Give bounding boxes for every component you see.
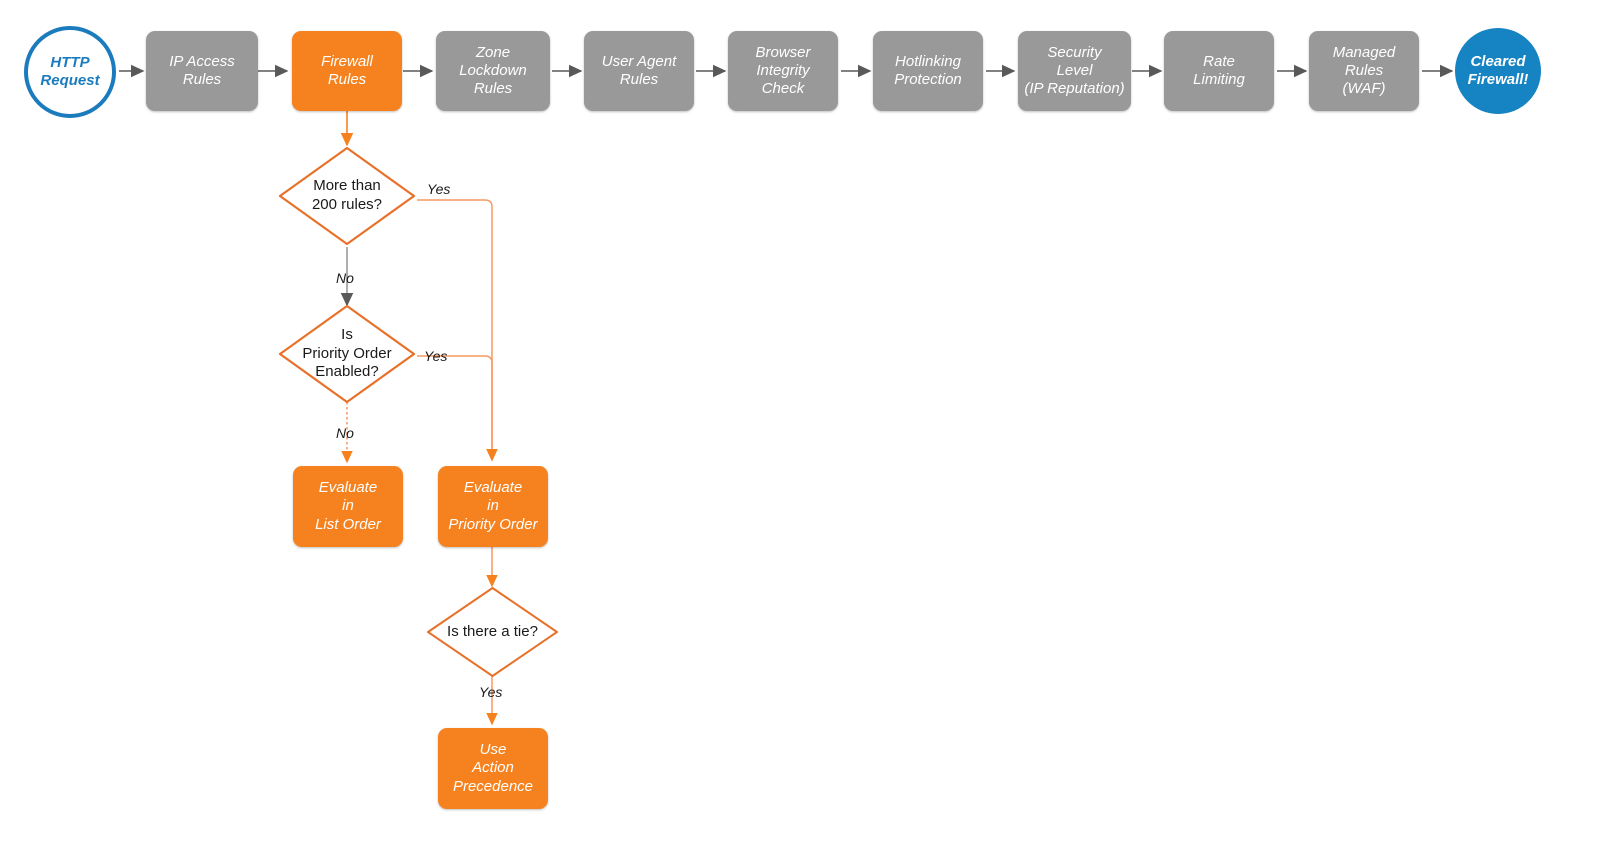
node-cleared-firewall[interactable]: Cleared Firewall! <box>1455 28 1541 114</box>
node-evaluate-in-priority-order[interactable]: Evaluate in Priority Order <box>438 466 548 547</box>
edge-yes-200-to-priority-box <box>417 199 498 462</box>
edge-label-yes-tie: Yes <box>479 684 503 700</box>
decision-more-than-200-rules[interactable]: More than 200 rules? <box>277 145 417 247</box>
decision-is-there-a-tie-label: Is there a tie? <box>447 622 538 640</box>
edge-label-yes-200-rules: Yes <box>427 181 451 197</box>
edge-label-no-200-rules: No <box>336 270 354 286</box>
edge-yes-priority-to-priority-box <box>417 355 498 462</box>
decision-priority-order-enabled-label: Is Priority Order Enabled? <box>302 325 392 381</box>
node-zone-lockdown-rules[interactable]: Zone Lockdown Rules <box>436 31 550 111</box>
node-rate-limiting[interactable]: Rate Limiting <box>1164 31 1274 111</box>
decision-more-than-200-rules-label: More than 200 rules? <box>311 177 383 213</box>
node-managed-rules-waf[interactable]: Managed Rules (WAF) <box>1309 31 1419 111</box>
node-use-action-precedence[interactable]: Use Action Precedence <box>438 728 548 809</box>
decision-priority-order-enabled[interactable]: Is Priority Order Enabled? <box>277 303 417 405</box>
node-hotlinking-protection[interactable]: Hotlinking Protection <box>873 31 983 111</box>
decision-is-there-a-tie[interactable]: Is there a tie? <box>425 585 560 679</box>
edge-label-no-priority-order: No <box>336 425 354 441</box>
node-evaluate-in-list-order[interactable]: Evaluate in List Order <box>293 466 403 547</box>
node-ip-access-rules[interactable]: IP Access Rules <box>146 31 258 111</box>
node-security-level[interactable]: Security Level (IP Reputation) <box>1018 31 1131 111</box>
edge-label-yes-priority-order: Yes <box>424 348 448 364</box>
node-firewall-rules[interactable]: Firewall Rules <box>292 31 402 111</box>
node-http-request[interactable]: HTTP Request <box>24 26 116 118</box>
node-user-agent-rules[interactable]: User Agent Rules <box>584 31 694 111</box>
node-browser-integrity-check[interactable]: Browser Integrity Check <box>728 31 838 111</box>
